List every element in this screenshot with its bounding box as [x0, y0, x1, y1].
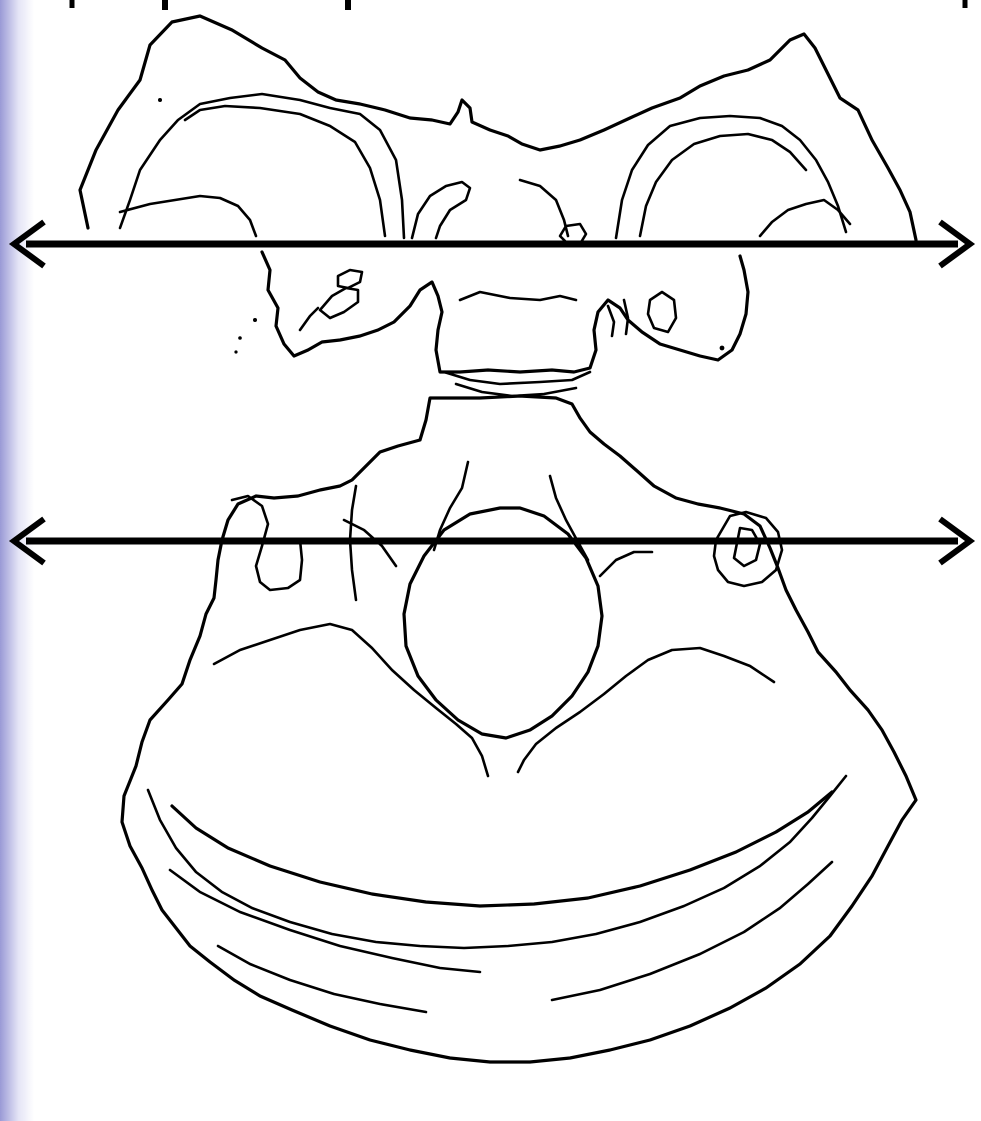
- central-sella-left: [412, 182, 470, 238]
- left-petrous-detail: [320, 288, 358, 318]
- central-sella-right: [520, 180, 568, 236]
- left-petrous-detail-2: [300, 308, 318, 330]
- occipital-groove-lower: [218, 946, 426, 1012]
- occipital-inner-border: [148, 776, 846, 948]
- top-tick-marks: [72, 0, 965, 10]
- occipital-groove-left: [170, 870, 480, 972]
- left-canal: [338, 270, 362, 288]
- upper-skull-outline: [80, 16, 916, 240]
- occipital-superior-line: [172, 792, 832, 906]
- occipital-outline: [122, 396, 916, 1062]
- clivus-top: [460, 292, 576, 300]
- right-foramen: [648, 292, 676, 332]
- right-jugular: [600, 552, 652, 576]
- lower-axis-arrow: [14, 519, 970, 563]
- right-canal: [608, 306, 614, 336]
- basilar-band: [444, 372, 590, 384]
- basiocciput-right: [550, 476, 588, 560]
- basilar-band-2: [456, 384, 576, 396]
- upper-axis-arrow: [14, 222, 970, 266]
- upper-left-fossa: [185, 106, 385, 236]
- upper-right-fossa: [640, 134, 806, 236]
- left-nuchal-ridge: [214, 624, 488, 776]
- right-condyle-inner: [734, 528, 760, 566]
- upper-left-wing: [120, 94, 404, 238]
- upper-left-ledge: [120, 196, 256, 236]
- basiocciput-left: [434, 462, 468, 550]
- occipital-groove-right: [552, 862, 832, 1000]
